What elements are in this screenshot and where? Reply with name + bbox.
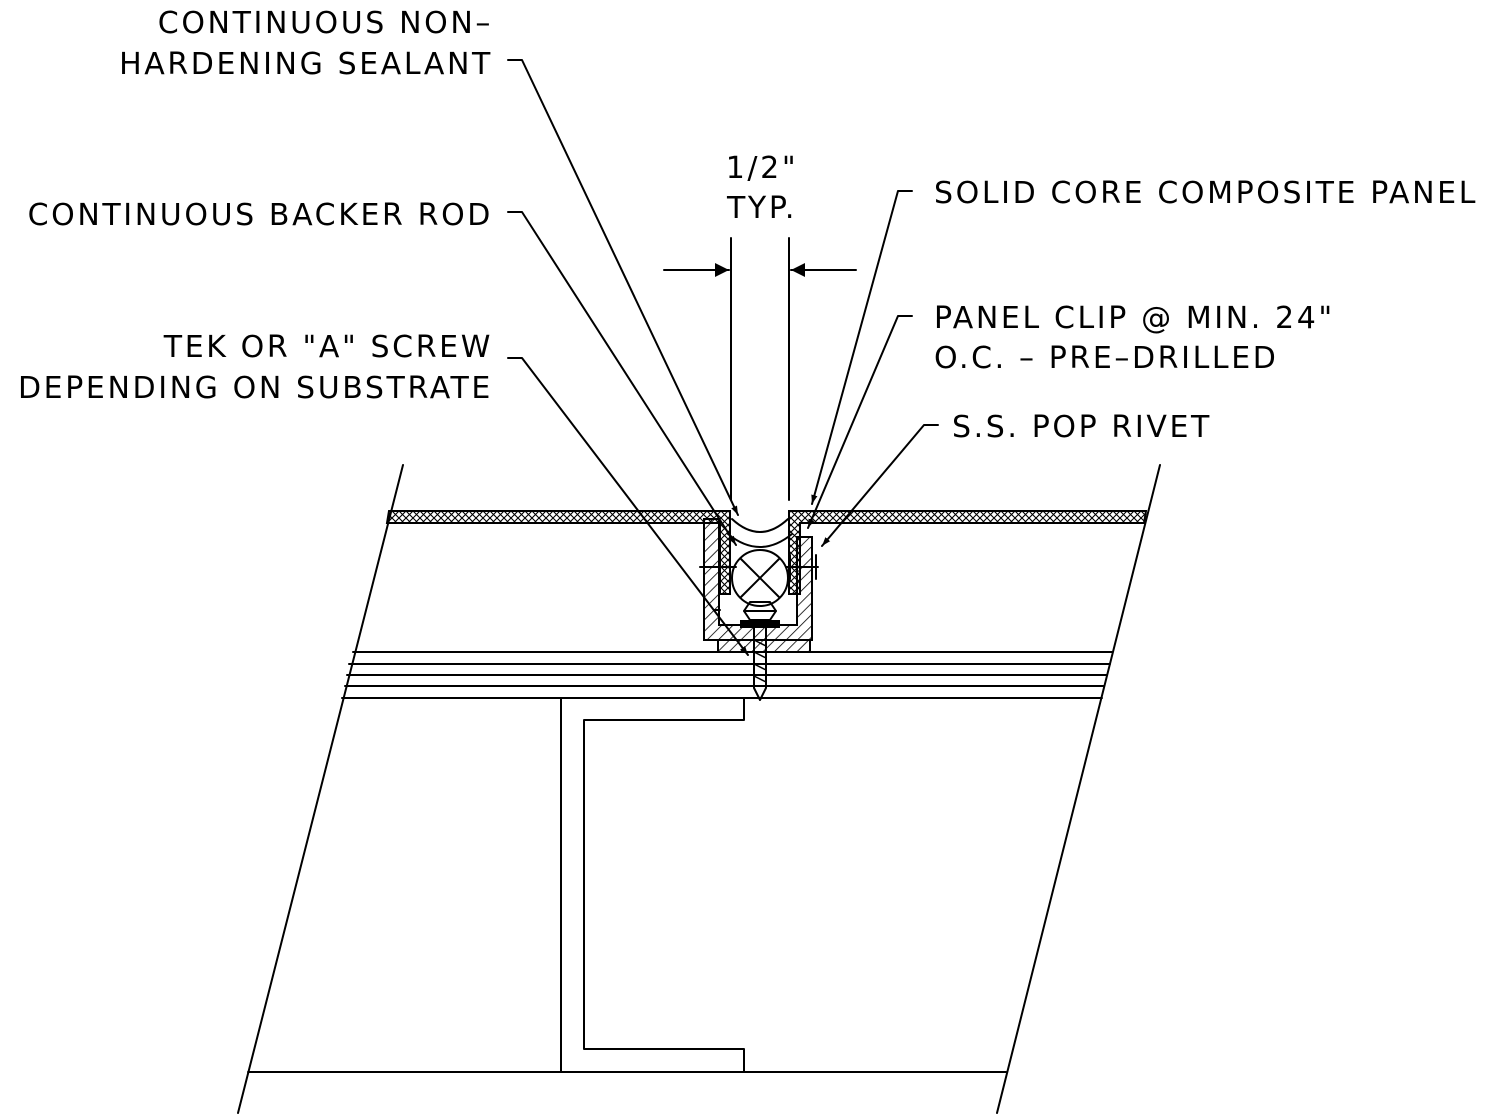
dimension-value-label: 1/2" xyxy=(726,151,798,186)
joint-width-dimension xyxy=(663,237,857,501)
tek-screw xyxy=(740,601,780,701)
substrate-layers xyxy=(341,651,1113,699)
composite-panel xyxy=(385,510,1148,595)
panel-skin-right xyxy=(788,510,1148,595)
backer-rod-label: CONTINUOUS BACKER ROD xyxy=(28,198,493,233)
sealant-label-line2: HARDENING SEALANT xyxy=(119,47,493,82)
leader-lines xyxy=(507,59,939,656)
screw-label-line1: TEK OR "A" SCREW xyxy=(163,330,493,365)
clip-label-line2: O.C. – PRE–DRILLED xyxy=(934,341,1278,376)
dimension-note-label: TYP. xyxy=(726,191,797,226)
break-lines xyxy=(237,464,1161,1114)
screw-label-line2: DEPENDING ON SUBSTRATE xyxy=(18,371,493,406)
sealant-bead xyxy=(727,518,793,548)
z-girt xyxy=(247,697,1007,1073)
backer-rod xyxy=(731,549,789,607)
callout-labels: CONTINUOUS NON– HARDENING SEALANT 1/2" T… xyxy=(18,6,1478,445)
pop-rivets xyxy=(699,554,819,580)
panel-skin-left xyxy=(385,510,731,595)
clip-label-line1: PANEL CLIP @ MIN. 24" xyxy=(934,301,1335,336)
rivet-label: S.S. POP RIVET xyxy=(952,410,1212,445)
panel-label: SOLID CORE COMPOSITE PANEL xyxy=(934,176,1478,211)
sealant-label-line1: CONTINUOUS NON– xyxy=(158,6,493,41)
